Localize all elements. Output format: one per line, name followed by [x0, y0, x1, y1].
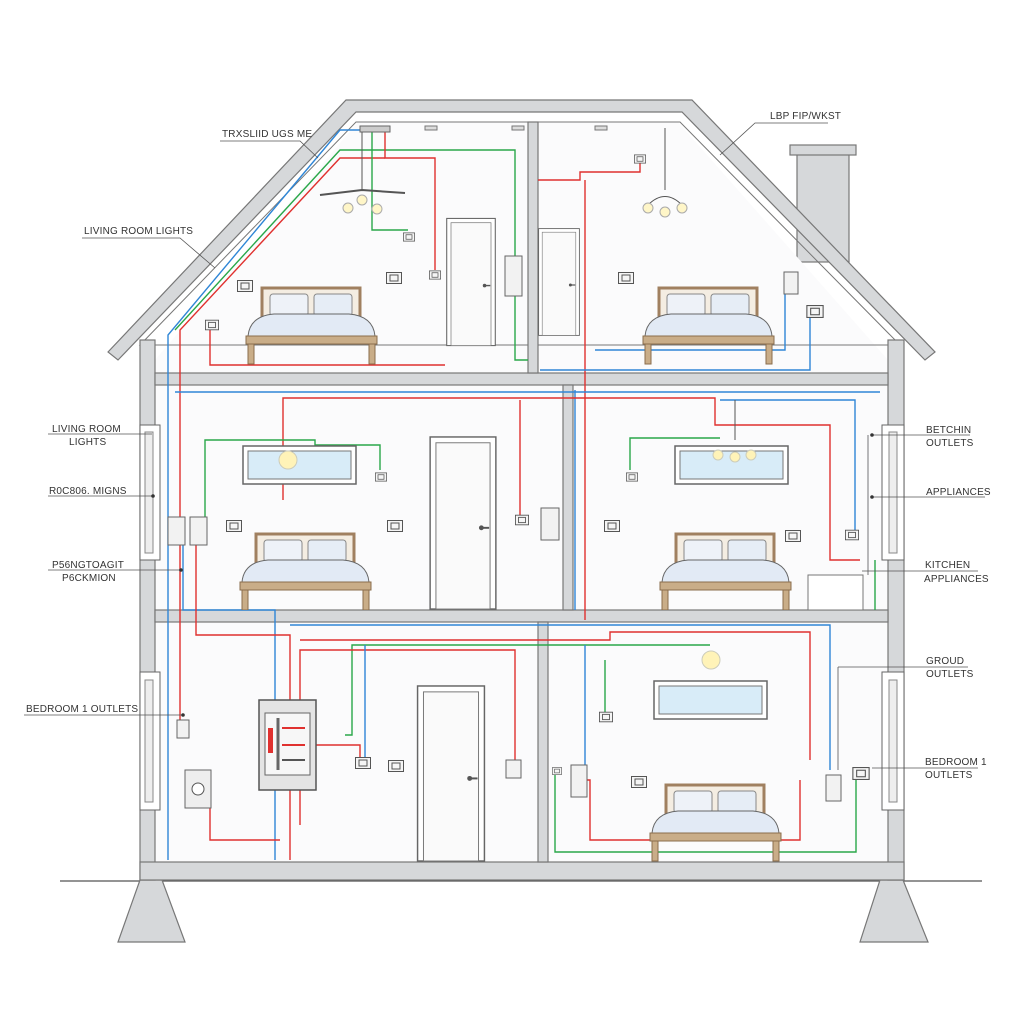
label-living-room-lights-2: LIGHTS — [69, 437, 106, 448]
callout-bedroom-left: BEDROOM 1 OUTLETS — [24, 704, 185, 717]
door-attic-left — [446, 217, 496, 347]
switch-box — [540, 507, 560, 541]
label-kitchen-outlets-1: BETCHIN — [926, 425, 971, 436]
window-second-left — [242, 445, 357, 485]
outlet — [237, 280, 253, 292]
outlet — [631, 776, 647, 788]
outlet — [806, 305, 824, 318]
callout-roof-left: LIVING ROOM LIGHTS — [82, 226, 216, 269]
outlet — [785, 530, 801, 542]
label-appliances: APPLIANCES — [926, 487, 991, 498]
panel-box — [189, 516, 208, 546]
side-window-left-upper — [139, 424, 161, 561]
foundation-foot-right — [859, 879, 929, 943]
ceiling-fixture — [511, 125, 525, 131]
switch — [505, 759, 522, 779]
label-kitchen-appliances-1: KITCHEN — [925, 560, 970, 571]
side-window-right-lower — [881, 671, 905, 811]
chandelier-second — [712, 400, 757, 463]
callout-kitchen-outlets: BETCHIN OUTLETS — [870, 425, 973, 449]
door-ground — [416, 685, 486, 862]
outlet — [618, 272, 634, 284]
switch — [634, 154, 646, 164]
chandelier-attic — [642, 128, 688, 218]
label-bedroom-right-1: BEDROOM 1 — [925, 757, 987, 768]
ceiling-fan — [319, 125, 406, 215]
label-bedroom-right-2: OUTLETS — [925, 770, 973, 781]
label-left-lower-2: P6CKMION — [62, 573, 116, 584]
attic-floor — [154, 372, 889, 386]
switch — [375, 472, 387, 482]
outlet — [226, 520, 242, 532]
panel-box — [167, 516, 186, 546]
kitchen-counter — [807, 574, 864, 611]
door-second — [429, 436, 497, 610]
switch — [626, 472, 638, 482]
outlet — [852, 767, 870, 780]
label-ground-outlets-1: GROUD — [926, 656, 964, 667]
callout-left-lower: P56NGTOAGIT P6CKMION — [48, 560, 183, 584]
switch — [403, 232, 415, 242]
ceiling-fixture — [424, 125, 438, 131]
switch — [599, 711, 613, 723]
door-attic-right — [538, 227, 580, 337]
wall-outlet-duplex — [184, 769, 212, 809]
callout-kitchen-appliances: KITCHEN APPLIANCES — [862, 560, 989, 585]
outlet — [387, 520, 403, 532]
wire-ground — [174, 149, 528, 361]
light-bulb — [278, 450, 298, 470]
outlet — [354, 757, 372, 769]
switch-box — [783, 271, 799, 295]
switch — [429, 270, 441, 280]
label-left-lower-1: P56NGTOAGIT — [52, 560, 124, 571]
ground-partition — [537, 621, 549, 863]
label-ground-outlets-2: OUTLETS — [926, 669, 974, 680]
subpanel-attic — [504, 255, 523, 297]
callout-left-mid: R0C806. MIGNS — [48, 486, 155, 498]
light-bulb — [701, 650, 721, 670]
switch — [552, 767, 562, 775]
ground-floor-slab — [139, 861, 905, 881]
foundation-foot-left — [117, 879, 186, 943]
junction-box — [176, 719, 190, 739]
main-electrical-panel — [258, 699, 317, 791]
callout-ground-outlets: GROUD OUTLETS — [837, 656, 974, 770]
chimney — [789, 144, 857, 263]
outlet — [386, 272, 402, 284]
wire-neutral — [167, 129, 360, 860]
label-living-room-lights-1: LIVING ROOM — [52, 424, 121, 435]
label-kitchen-outlets-2: OUTLETS — [926, 438, 974, 449]
ceiling-fixture — [594, 125, 608, 131]
label-top-right: LBP FIP/WKST — [770, 111, 841, 122]
outlet — [387, 760, 405, 772]
window-ground — [652, 680, 769, 720]
callout-bedroom-right: BEDROOM 1 OUTLETS — [872, 757, 987, 781]
outlet — [604, 520, 620, 532]
switch — [845, 529, 859, 541]
label-bedroom-left: BEDROOM 1 OUTLETS — [26, 704, 138, 715]
switch-box — [570, 764, 588, 798]
second-partition — [562, 384, 574, 611]
label-top-left: TRXSLIID UGS ME — [222, 129, 312, 140]
side-window-left-lower — [139, 671, 161, 811]
callout-living-room-lights: LIVING ROOM LIGHTS — [48, 424, 152, 448]
switch — [515, 514, 529, 526]
switch — [205, 319, 219, 331]
second-floor — [154, 609, 889, 623]
window-second-right — [674, 445, 789, 485]
switch-box — [825, 774, 842, 802]
label-left-mid: R0C806. MIGNS — [49, 486, 127, 497]
callout-top-left: TRXSLIID UGS ME — [220, 129, 319, 159]
side-window-right-upper — [881, 424, 905, 561]
label-living-room-lights-roof: LIVING ROOM LIGHTS — [84, 226, 193, 237]
label-kitchen-appliances-2: APPLIANCES — [924, 574, 989, 585]
callout-top-right: LBP FIP/WKST — [719, 111, 841, 156]
callout-appliances: APPLIANCES — [867, 435, 991, 575]
attic-partition — [527, 121, 539, 374]
